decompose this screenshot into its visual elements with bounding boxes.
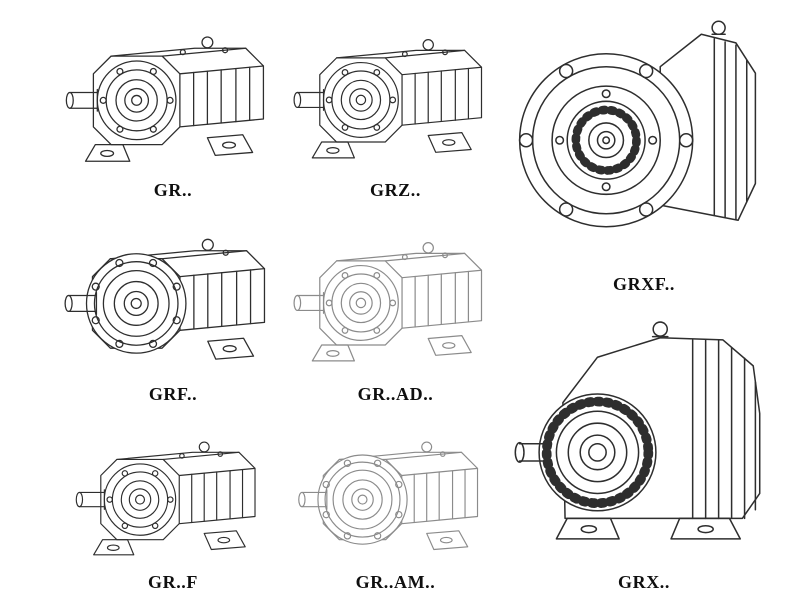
model-label-grxf: GRXF.. xyxy=(613,274,675,294)
model-label-gr: GR.. xyxy=(153,180,193,200)
gear-reducer-foot-drawing-icon xyxy=(58,6,288,178)
gearbox-figure-grf: GRF.. xyxy=(58,208,288,408)
gear-reducer-flange-front-drawing-icon xyxy=(498,2,790,272)
gear-reducer-flange-drawing-icon xyxy=(58,208,288,382)
gear-reducer-flange-drawing-faded-icon xyxy=(288,414,503,570)
gearbox-figure-grxf: GRXF.. xyxy=(498,2,790,298)
gearbox-figure-gr: GR.. xyxy=(58,6,288,204)
gear-reducer-foot-drawing-icon xyxy=(58,414,288,570)
model-label-grf: GRF.. xyxy=(148,384,198,404)
gearbox-figure-gr-ad: GR..AD.. xyxy=(288,208,503,408)
model-label-grx: GRX.. xyxy=(618,572,670,592)
gear-reducer-large-foot-drawing-icon xyxy=(498,298,790,570)
model-label-gr-ad: GR..AD.. xyxy=(357,384,434,404)
gear-reducer-foot-drawing-icon xyxy=(288,6,503,178)
gearbox-figure-grx: GRX.. xyxy=(498,298,790,596)
model-label-gr-f: GR..F xyxy=(148,572,198,592)
gear-reducer-foot-drawing-faded-icon xyxy=(288,208,503,382)
model-label-grz: GRZ.. xyxy=(369,180,421,200)
gearbox-figure-grz: GRZ.. xyxy=(288,6,503,204)
gearbox-figure-gr-f: GR..F xyxy=(58,414,288,596)
model-label-gr-am: GR..AM.. xyxy=(355,572,436,592)
gearbox-figure-gr-am: GR..AM.. xyxy=(288,414,503,596)
